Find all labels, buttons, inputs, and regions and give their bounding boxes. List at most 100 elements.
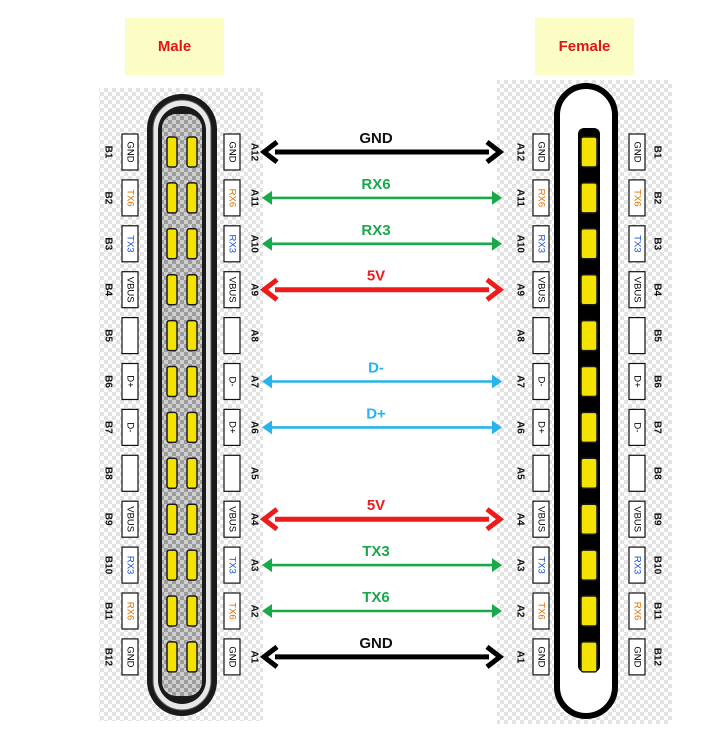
male-b-pin-label: TX6 bbox=[125, 189, 136, 206]
female-b-pin-number: B9 bbox=[652, 513, 663, 526]
male-b-pin-number: B2 bbox=[103, 192, 114, 205]
female-pin-contact bbox=[580, 457, 598, 490]
male-b-pin-label: RX3 bbox=[125, 556, 136, 574]
male-b-pin-label-box bbox=[121, 271, 139, 309]
male-b-pin-label-box bbox=[121, 638, 139, 676]
female-a-pin-label: RX6 bbox=[536, 189, 547, 207]
male-b-pin-label: D+ bbox=[125, 375, 136, 388]
connection-rx3-arrow: RX3 bbox=[262, 222, 502, 251]
female-b-pin-label: GND bbox=[632, 141, 643, 162]
male-pin-contact-row1 bbox=[166, 549, 178, 581]
female-a-pin-label-box bbox=[532, 179, 550, 217]
male-b-pin-label-box bbox=[121, 500, 139, 538]
female-b-pin-label-box bbox=[628, 133, 646, 171]
female-b-pin-label-box bbox=[628, 225, 646, 263]
male-a-pin-label-box bbox=[223, 179, 241, 217]
female-pin-contact bbox=[580, 182, 598, 214]
male-pin-contact-row2 bbox=[186, 273, 198, 306]
female-a-pin-label-box bbox=[532, 546, 550, 584]
connection-tx6-arrow: TX6 bbox=[262, 589, 502, 618]
female-b-pin-label-box bbox=[628, 546, 646, 584]
connection-label: TX6 bbox=[362, 589, 390, 606]
male-a-pin-label: GND bbox=[227, 646, 238, 667]
male-b-pin-number: B6 bbox=[103, 375, 114, 388]
arrowhead-right bbox=[485, 140, 505, 164]
male-a-pin-number: A5 bbox=[249, 467, 260, 480]
male-pin-contact-row1 bbox=[166, 319, 178, 352]
male-a-pin-label: TX3 bbox=[227, 556, 238, 573]
female-pin-contact bbox=[580, 136, 598, 168]
female-b-pin-label: GND bbox=[632, 646, 643, 667]
female-a-pin-label-box bbox=[532, 271, 550, 309]
female-pin-contact bbox=[580, 503, 598, 535]
female-a-pin-label: GND bbox=[536, 646, 547, 667]
male-a-pin-label: VBUS bbox=[227, 277, 238, 303]
male-a-pin-label: TX6 bbox=[227, 602, 238, 619]
male-b-pin-label: GND bbox=[125, 646, 136, 667]
female-b-pin-number: B12 bbox=[652, 648, 663, 667]
female-a-pin-number: A1 bbox=[515, 651, 526, 664]
female-pin-contact bbox=[580, 641, 598, 673]
female-pin-contact bbox=[580, 273, 598, 306]
male-a-pin-number: A8 bbox=[249, 329, 260, 342]
female-a-pin-label: D+ bbox=[536, 421, 547, 434]
male-b-pin-label-box bbox=[121, 362, 139, 401]
male-pin-contact-row1 bbox=[166, 365, 178, 398]
female-b-pin-number: B11 bbox=[652, 602, 663, 620]
male-pin-contact-row1 bbox=[166, 228, 178, 260]
male-pin-contact-row2 bbox=[186, 641, 198, 673]
male-b-pin-label-box bbox=[121, 546, 139, 584]
female-b-pin-number: B5 bbox=[652, 329, 663, 342]
female-b-pin-number: B2 bbox=[652, 192, 663, 205]
male-a-pin-label-box bbox=[223, 546, 241, 584]
female-a-pin-label-box bbox=[532, 317, 550, 355]
male-b-pin-label: TX3 bbox=[125, 235, 136, 252]
female-a-pin-number: A11 bbox=[515, 189, 526, 207]
male-a-pin-label-box bbox=[223, 133, 241, 171]
female-title: Female bbox=[558, 38, 611, 55]
female-pin-contact bbox=[580, 411, 598, 444]
female-a-pin-number: A8 bbox=[515, 329, 526, 342]
female-pin-contact bbox=[580, 319, 598, 352]
female-b-pin-label-box bbox=[628, 408, 646, 446]
connection-label: GND bbox=[359, 130, 393, 147]
male-b-pin-label-box bbox=[121, 133, 139, 171]
arrowhead-left bbox=[262, 374, 272, 389]
male-b-pin-label-box bbox=[121, 179, 139, 217]
male-pin-contact-row1 bbox=[166, 273, 178, 306]
female-a-pin-number: A12 bbox=[515, 143, 526, 162]
male-a-pin-number: A12 bbox=[249, 143, 260, 162]
male-a-pin-number: A9 bbox=[249, 283, 260, 296]
female-b-pin-label: RX3 bbox=[632, 556, 643, 574]
male-pin-contact-row2 bbox=[186, 457, 198, 490]
arrowhead-right bbox=[485, 277, 505, 302]
male-a-pin-label-box bbox=[223, 408, 241, 446]
female-b-pin-label: VBUS bbox=[632, 506, 643, 532]
female-b-pin-label: RX6 bbox=[632, 602, 643, 620]
female-b-pin-number: B6 bbox=[652, 375, 663, 388]
male-b-pin-number: B10 bbox=[103, 556, 114, 575]
male-b-pin-label: VBUS bbox=[125, 277, 136, 303]
male-b-pin-number: B4 bbox=[103, 283, 114, 296]
female-a-pin-label: GND bbox=[536, 141, 547, 162]
connection-rx6-arrow: RX6 bbox=[262, 176, 502, 205]
connection-tx3-arrow: TX3 bbox=[262, 543, 502, 573]
male-a-pin-label-box bbox=[223, 271, 241, 309]
female-a-pin-label: TX3 bbox=[536, 556, 547, 573]
male-b-pin-label: VBUS bbox=[125, 506, 136, 532]
female-a-pin-number: A10 bbox=[515, 235, 526, 254]
male-a-pin-label-box bbox=[223, 638, 241, 676]
male-b-pin-label: D- bbox=[125, 422, 136, 432]
male-a-pin-label-box bbox=[223, 317, 241, 355]
male-a-pin-number: A2 bbox=[249, 605, 260, 618]
female-a-pin-number: A9 bbox=[515, 283, 526, 296]
male-a-pin-label: RX3 bbox=[227, 235, 238, 253]
male-b-pin-number: B8 bbox=[103, 467, 114, 480]
female-a-pin-number: A4 bbox=[515, 513, 526, 526]
arrowhead-right bbox=[492, 374, 502, 389]
arrowhead-left bbox=[262, 236, 272, 251]
female-b-pin-number: B4 bbox=[652, 283, 663, 296]
